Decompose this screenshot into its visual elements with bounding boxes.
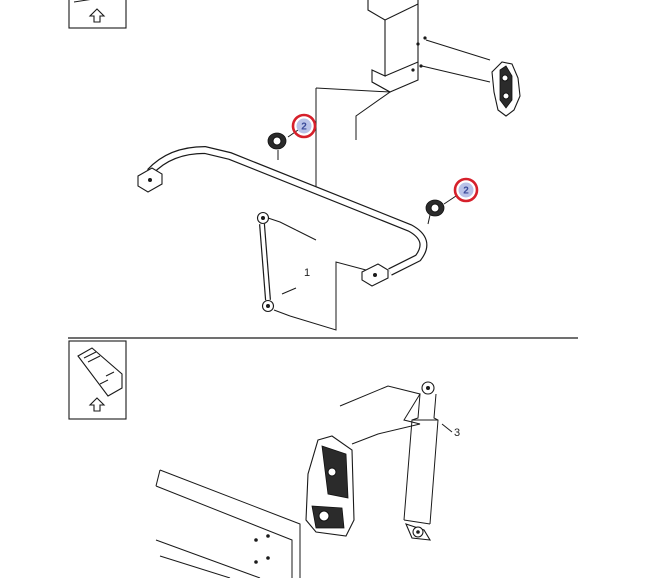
callout-label-stabilizer-link: 1 [304, 267, 310, 279]
callout-badge-bushing-rear[interactable]: 2 [453, 177, 479, 203]
top-panel: 2 2 1 [68, 0, 521, 331]
frame-rail [367, 0, 491, 93]
up-arrow-icon [88, 8, 106, 23]
bottom-panel: 3 [68, 340, 460, 578]
shock-mount-bracket [305, 435, 355, 537]
stabilizer-link [256, 211, 297, 317]
shock-absorber [403, 381, 453, 541]
orientation-box-top [68, 0, 127, 29]
orientation-box-bottom [68, 340, 127, 420]
vehicle-orientation-icon [77, 347, 123, 397]
callout-badge-bushing-front[interactable]: 2 [291, 113, 317, 139]
callout-label-shock-absorber: 3 [454, 427, 460, 439]
lower-frame-rail [155, 469, 301, 578]
up-arrow-icon [88, 397, 106, 412]
callout-label-bushing-rear: 2 [463, 186, 469, 197]
callout-label-bushing-front: 2 [301, 122, 307, 133]
bushing-front [267, 132, 287, 160]
mounting-bracket [491, 61, 521, 117]
bushing-rear [425, 199, 445, 225]
stabilizer-bar [137, 145, 428, 287]
